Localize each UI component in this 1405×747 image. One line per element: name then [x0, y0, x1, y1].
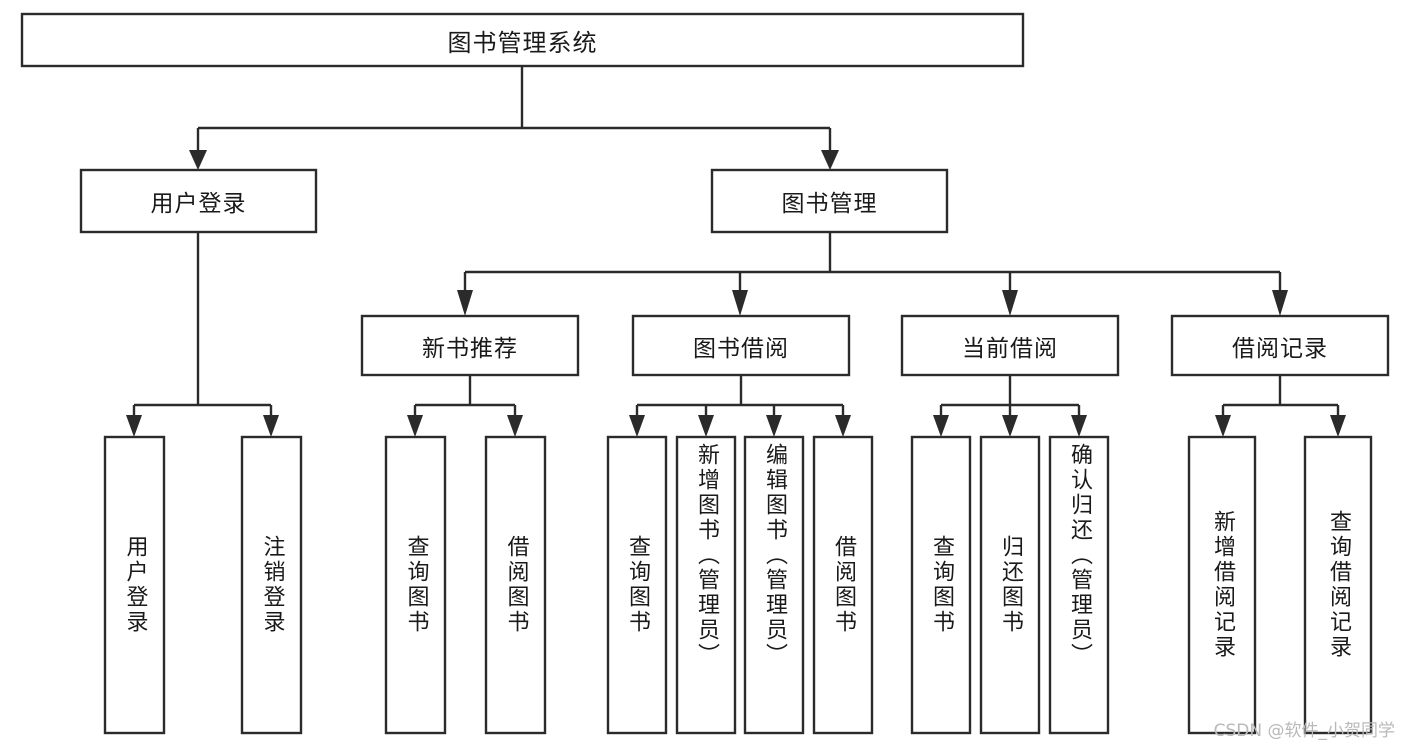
arrow-to-book-borrow	[732, 290, 748, 316]
node-borrow-record-box[interactable]	[1170, 314, 1390, 377]
arrow-to-leaf-current-query	[933, 415, 949, 437]
leaf-current-confirm-box[interactable]	[1048, 435, 1110, 735]
leaf-borrow-edit-box[interactable]	[743, 435, 805, 735]
node-user-login-box[interactable]	[79, 168, 318, 234]
leaf-user-login-box[interactable]	[103, 435, 166, 735]
arrow-to-borrow-record	[1272, 290, 1288, 316]
leaf-recommend-borrow-box[interactable]	[484, 435, 547, 735]
arrow-to-leaf-recommend-borrow	[507, 415, 523, 437]
arrow-to-leaf-recommend-query	[407, 415, 423, 437]
arrow-to-user-login	[189, 150, 207, 170]
node-new-book-recommend-box[interactable]	[360, 314, 580, 377]
arrow-to-leaf-record-query	[1330, 415, 1346, 437]
arrow-to-leaf-current-return	[1002, 415, 1018, 437]
leaf-recommend-query-box[interactable]	[384, 435, 447, 735]
node-current-borrow-box[interactable]	[900, 314, 1120, 377]
arrow-to-leaf-borrow-query	[629, 415, 645, 437]
leaf-record-add-box[interactable]	[1187, 435, 1257, 735]
arrow-to-leaf-borrow-edit	[766, 415, 782, 437]
arrow-to-leaf-record-add	[1215, 415, 1231, 437]
leaf-borrow-query-box[interactable]	[606, 435, 668, 735]
arrow-to-leaf-borrow-lend	[835, 415, 851, 437]
leaf-borrow-add-box[interactable]	[675, 435, 737, 735]
arrow-to-current-borrow	[1002, 290, 1018, 316]
leaf-current-return-box[interactable]	[979, 435, 1041, 735]
arrow-to-leaf-borrow-add	[698, 415, 714, 437]
node-book-borrow-box[interactable]	[631, 314, 851, 377]
leaf-record-query-box[interactable]	[1303, 435, 1373, 735]
node-book-manage-box[interactable]	[710, 168, 949, 234]
arrow-to-book-manage	[821, 150, 839, 170]
leaf-current-query-box[interactable]	[910, 435, 972, 735]
leaf-borrow-lend-box[interactable]	[812, 435, 874, 735]
arrow-to-new-book-recommend	[457, 290, 473, 316]
arrow-to-leaf-current-confirm	[1071, 415, 1087, 437]
node-root-box[interactable]	[20, 12, 1025, 68]
arrow-to-leaf-user-login	[126, 415, 142, 437]
leaf-logout-box[interactable]	[240, 435, 303, 735]
arrow-to-leaf-logout	[263, 415, 279, 437]
